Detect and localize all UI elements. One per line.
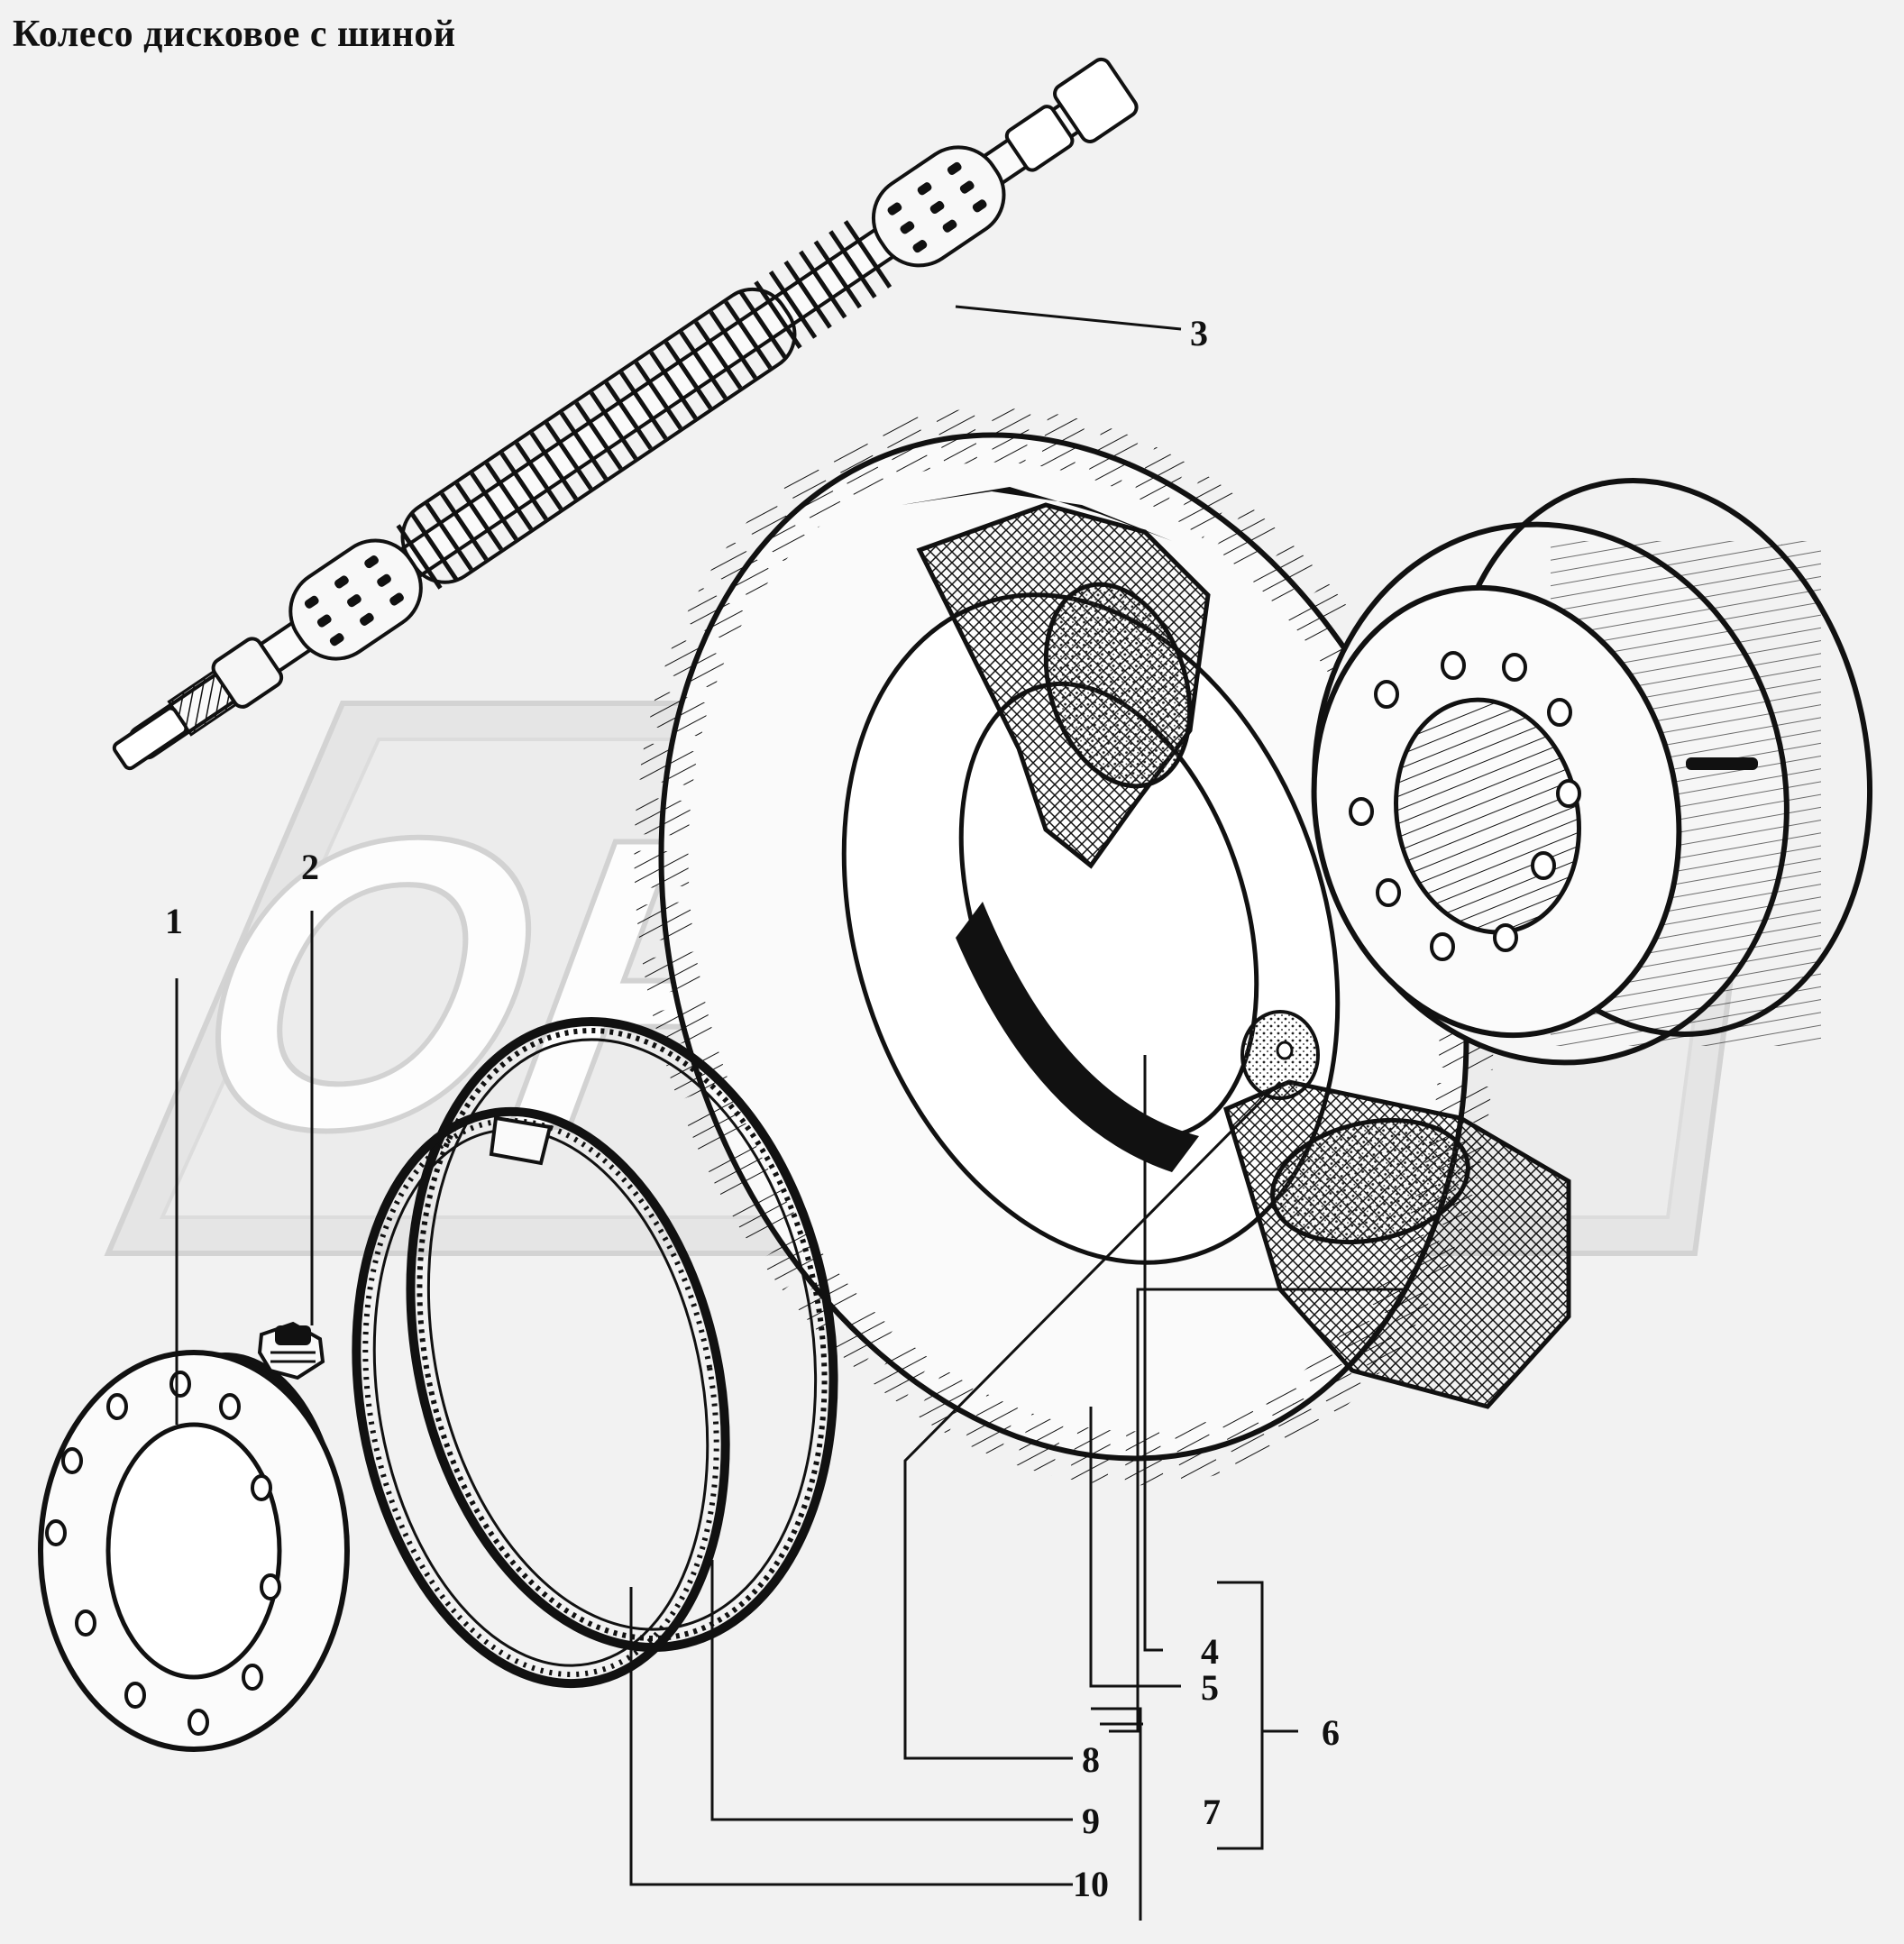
wheel-disc: [1311, 478, 1873, 1066]
callout-4: 4: [1201, 1631, 1219, 1672]
part-4-rim-tape: [1240, 1010, 1320, 1100]
callout-1: 1: [165, 901, 183, 941]
callout-2: 2: [301, 847, 319, 887]
callout-8: 8: [1082, 1739, 1100, 1780]
leader-lines: [175, 305, 1406, 1921]
callout-9: 9: [1082, 1801, 1100, 1841]
part-3-tube: [112, 57, 1139, 771]
callout-6: 6: [1322, 1712, 1340, 1753]
callout-7: 7: [1203, 1792, 1221, 1832]
page-title: Колесо дисковое с шиной: [13, 14, 456, 55]
callout-5: 5: [1201, 1667, 1219, 1708]
part-2-nut: [257, 1321, 325, 1380]
part-1-clamp-plate: [38, 1350, 350, 1752]
part-10-lock-ring: [352, 1106, 730, 1689]
callout-3: 3: [1190, 313, 1208, 353]
callout-10: 10: [1073, 1864, 1109, 1904]
